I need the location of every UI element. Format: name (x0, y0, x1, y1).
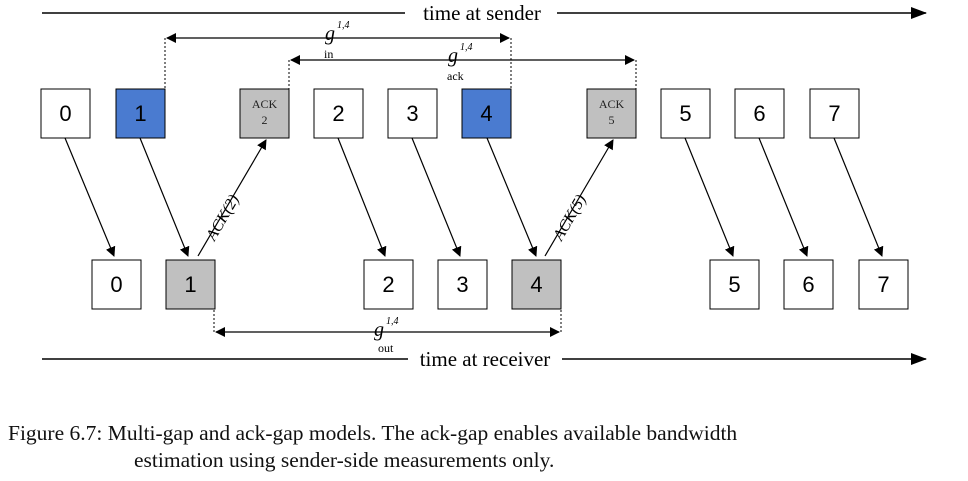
svg-text:5: 5 (728, 272, 740, 297)
sender-packet-6 (734, 88, 785, 139)
sender-packet-1-probe (115, 88, 166, 139)
svg-text:4: 4 (480, 101, 492, 126)
arrow-ack-2 (197, 139, 267, 257)
receiver-packet-2 (363, 259, 414, 310)
svg-text:2: 2 (382, 272, 394, 297)
arrow-packet-3 (411, 137, 462, 257)
svg-text:7: 7 (828, 101, 840, 126)
svg-text:5: 5 (609, 113, 615, 127)
svg-text:2: 2 (332, 101, 344, 126)
arrow-packet-7 (833, 137, 884, 257)
arrow-packet-5 (684, 137, 735, 257)
transmission-arrows (64, 137, 884, 257)
g-out-subscript: out (378, 341, 394, 355)
sender-packet-7 (809, 88, 860, 139)
svg-text:2: 2 (262, 113, 268, 127)
sender-axis-label: time at sender (423, 1, 541, 25)
ack-arrow-label-2: ACK(2) (203, 192, 243, 244)
g-in-symbol: g (325, 23, 335, 45)
svg-text:6: 6 (753, 101, 765, 126)
svg-text:5: 5 (679, 101, 691, 126)
g-ack-superscript: 1,4 (460, 42, 473, 53)
arrow-packet-2 (337, 137, 387, 257)
gap-model-diagram: time at sender time at receiver g 1,4 in… (40, 1, 927, 371)
sender-packets: 0 1 ACK 2 2 3 4 ACK 5 5 6 7 (40, 88, 860, 139)
svg-text:3: 3 (456, 272, 468, 297)
sender-packet-5 (660, 88, 711, 139)
receiver-axis-label: time at receiver (420, 347, 551, 371)
sender-packet-0 (40, 88, 91, 139)
g-out-superscript: 1,4 (386, 316, 399, 327)
svg-text:0: 0 (110, 272, 122, 297)
svg-text:1: 1 (184, 272, 196, 297)
receiver-packet-6 (783, 259, 834, 310)
receiver-packet-4 (511, 259, 562, 310)
g-out-symbol: g (374, 319, 384, 341)
g-out-gap: g 1,4 out (213, 310, 562, 355)
svg-text:3: 3 (406, 101, 418, 126)
sender-packet-3 (387, 88, 438, 139)
figure-caption: Figure 6.7: Multi-gap and ack-gap models… (8, 420, 963, 474)
svg-text:6: 6 (802, 272, 814, 297)
g-in-subscript: in (324, 47, 333, 61)
sender-packet-4-probe (461, 88, 512, 139)
g-ack-subscript: ack (447, 69, 464, 83)
arrow-ack-5 (544, 139, 614, 257)
ack-box-2 (239, 88, 290, 139)
arrow-packet-6 (758, 137, 809, 257)
svg-text:0: 0 (59, 101, 71, 126)
caption-line-2: estimation using sender-side measurement… (134, 448, 555, 472)
arrow-packet-1 (139, 137, 190, 257)
arrow-packet-0 (64, 137, 116, 257)
caption-line-1: Figure 6.7: Multi-gap and ack-gap models… (8, 421, 738, 445)
g-ack-symbol: g (448, 45, 458, 67)
svg-text:7: 7 (877, 272, 889, 297)
receiver-packet-1 (165, 259, 216, 310)
ack-arrow-label-5: ACK(5) (550, 192, 590, 244)
svg-text:ACK: ACK (599, 97, 625, 111)
svg-text:4: 4 (530, 272, 542, 297)
sender-time-axis: time at sender (42, 1, 927, 25)
receiver-time-axis: time at receiver (42, 347, 927, 371)
svg-text:1: 1 (134, 101, 146, 126)
receiver-packet-3 (437, 259, 488, 310)
g-in-superscript: 1,4 (337, 20, 350, 31)
receiver-packet-7 (858, 259, 909, 310)
arrow-packet-4 (486, 137, 538, 257)
g-ack-gap: g 1,4 ack (288, 42, 637, 89)
svg-text:ACK: ACK (252, 97, 278, 111)
receiver-packets: 0 1 2 3 4 5 6 7 (91, 259, 909, 310)
receiver-packet-5 (709, 259, 760, 310)
ack-box-5 (586, 88, 637, 139)
sender-packet-2 (313, 88, 364, 139)
receiver-packet-0 (91, 259, 142, 310)
